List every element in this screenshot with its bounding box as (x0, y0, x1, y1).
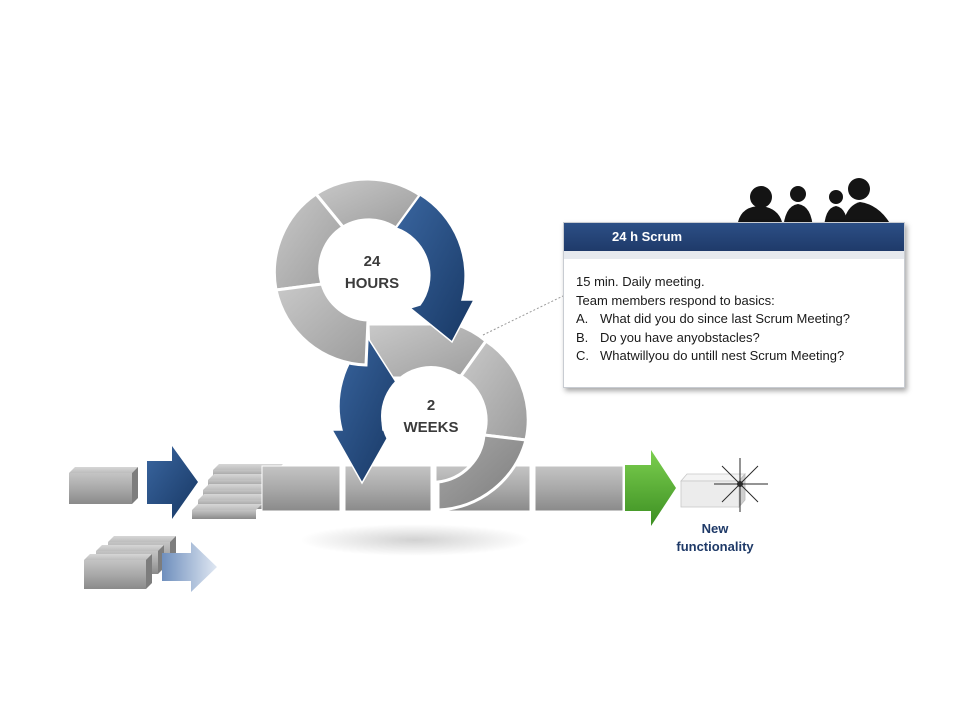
question-item: B. Do you have anyobstacles? (576, 329, 904, 348)
question-text: What did you do since last Scrum Meeting… (600, 311, 851, 326)
daily-scrum-callout: 24 h Scrum 15 min. Daily meeting. Team m… (563, 222, 905, 388)
sprint-cycle-unit: WEEKS (403, 419, 458, 436)
ring-segment (436, 433, 528, 512)
sparkle-icon (714, 458, 768, 512)
callout-intro-line: 15 min. Daily meeting. (576, 274, 705, 289)
daily-cycle-ring (272, 177, 476, 367)
callout-title: 24 h Scrum (564, 223, 904, 259)
daily-cycle-number: 24 (364, 253, 381, 270)
daily-cycle-center (323, 221, 421, 319)
product-backlog-stack (84, 536, 176, 589)
question-text: Whatwillyou do untill nest Scrum Meeting… (600, 348, 845, 363)
question-marker: B. (576, 329, 589, 345)
question-marker: C. (576, 348, 589, 363)
sprint-cycle-center (381, 366, 481, 466)
pipeline-block (534, 465, 624, 512)
callout-body: 15 min. Daily meeting. Team members resp… (564, 259, 904, 366)
ring-segment (274, 282, 370, 367)
sprint-cycle-number: 2 (427, 397, 435, 414)
release-arrow (162, 542, 217, 592)
sprint-backlog-stack (192, 464, 283, 519)
callout-connector (482, 295, 564, 336)
new-functionality-label: New functionality (655, 520, 775, 556)
question-item: A. What did you do since last Scrum Meeti… (576, 310, 904, 329)
output-arrow (625, 450, 676, 526)
callout-intro-line: Team members respond to basics: (576, 292, 775, 308)
question-item: C. Whatwillyou do untill nest Scrum Meeti… (576, 347, 904, 366)
backlog-block (69, 467, 138, 504)
daily-cycle-unit: HOURS (345, 275, 399, 292)
question-marker: A. (576, 311, 589, 326)
question-text: Do you have anyobstacles? (600, 329, 760, 345)
daily-cycle-arrow (394, 193, 476, 344)
new-functionality-line: New (701, 521, 729, 536)
new-functionality-line: functionality (676, 539, 754, 554)
pipeline-block (261, 465, 341, 512)
input-arrow (147, 446, 198, 519)
